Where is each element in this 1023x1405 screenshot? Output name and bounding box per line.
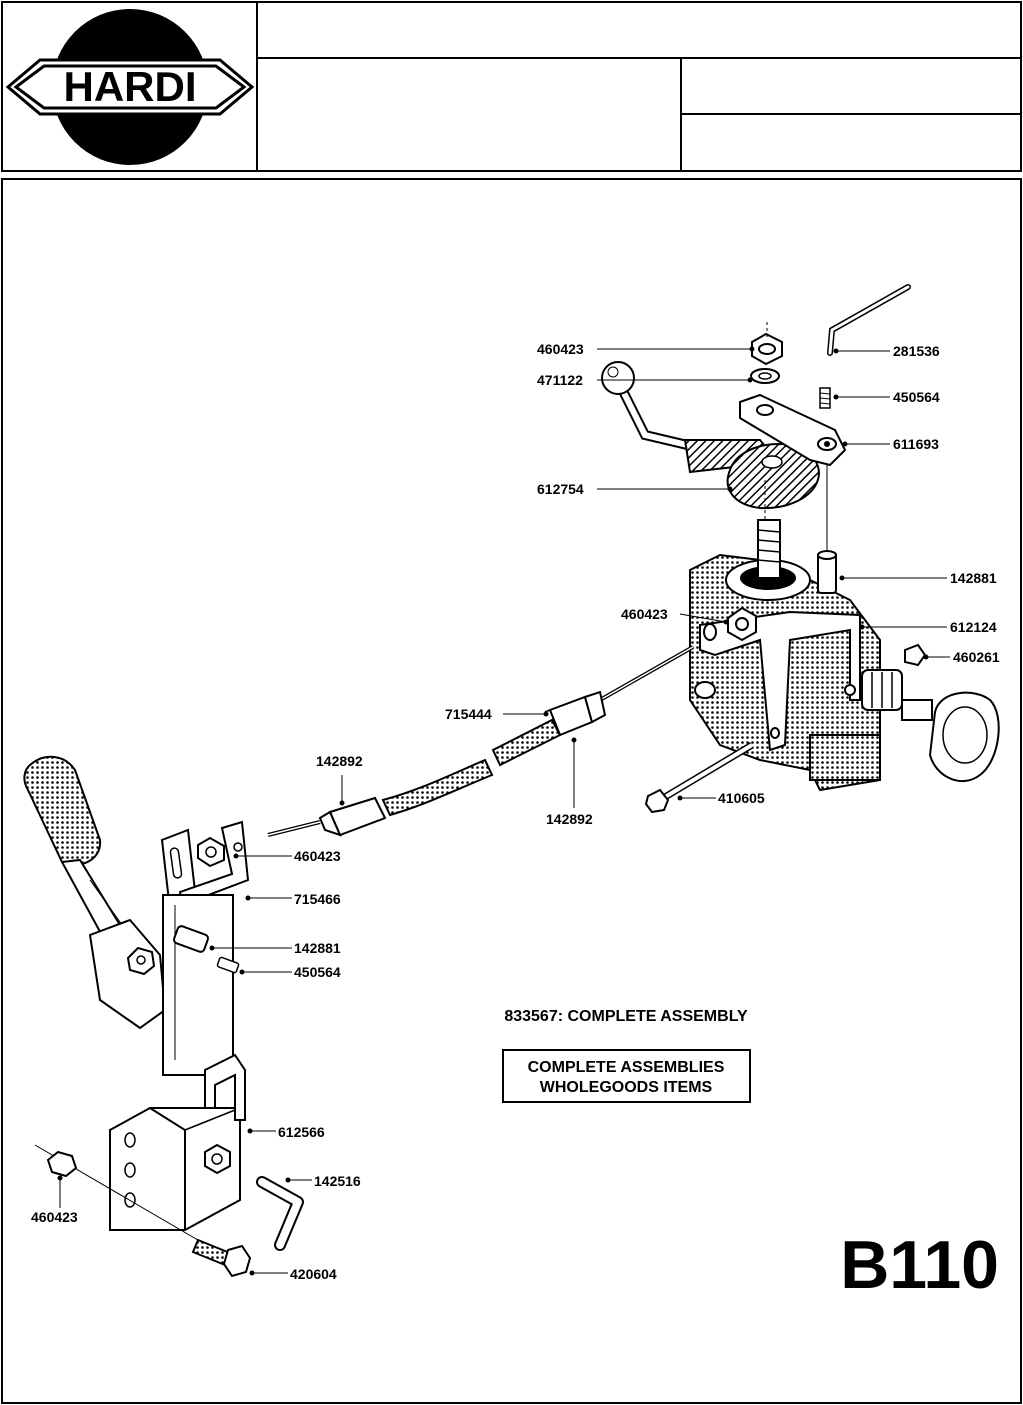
valve-body [689,519,1000,792]
logo-text: HARDI [64,63,197,110]
part-label: 460261 [953,649,1000,665]
lever-612754 [601,361,820,510]
part-label: 460423 [621,606,668,622]
top-nut [750,322,783,384]
hardi-logo: HARDI [5,9,255,165]
rod-281536 [827,284,911,356]
part-label: 142892 [546,811,593,827]
part-label: 142516 [314,1173,361,1189]
part-label: 142881 [950,570,997,586]
arm-611693 [739,393,847,467]
bolt-420604 [191,1238,252,1278]
leaders [57,346,950,1276]
part-label: 612566 [278,1124,325,1140]
bolt-410605 [644,741,754,814]
part-label: 612124 [950,619,997,635]
exploded-diagram [23,284,1000,1278]
part-label: 420604 [290,1266,337,1282]
cable-715444 [267,645,694,837]
part-label: 281536 [893,343,940,359]
part-labels: 460423 471122 281536 450564 611693 61275… [31,341,1000,1282]
pin-142516 [256,1176,304,1251]
sheet-code: B110 [840,1227,999,1303]
part-label: 460423 [294,848,341,864]
part-label: 471122 [537,372,583,388]
part-label: 460423 [31,1209,78,1225]
wholegoods-box [502,1049,751,1103]
wholegoods-box-line1: COMPLETE ASSEMBLIES [528,1059,725,1076]
part-label: 715444 [445,706,492,722]
part-label: 611693 [893,436,939,452]
wholegoods-box-line2: WHOLEGOODS ITEMS [540,1079,713,1096]
assembly-note: 833567: COMPLETE ASSEMBLY [504,1008,748,1025]
part-label: 450564 [294,964,341,980]
part-label: 460423 [537,341,584,357]
part-label: 142881 [294,940,341,956]
part-label: 410605 [718,790,765,806]
part-label: 715466 [294,891,341,907]
hand-lever-715466 [23,755,250,1076]
part-label: 612754 [537,481,584,497]
part-label: 450564 [893,389,940,405]
bracket-612566 [34,1053,246,1251]
part-label: 142892 [316,753,363,769]
